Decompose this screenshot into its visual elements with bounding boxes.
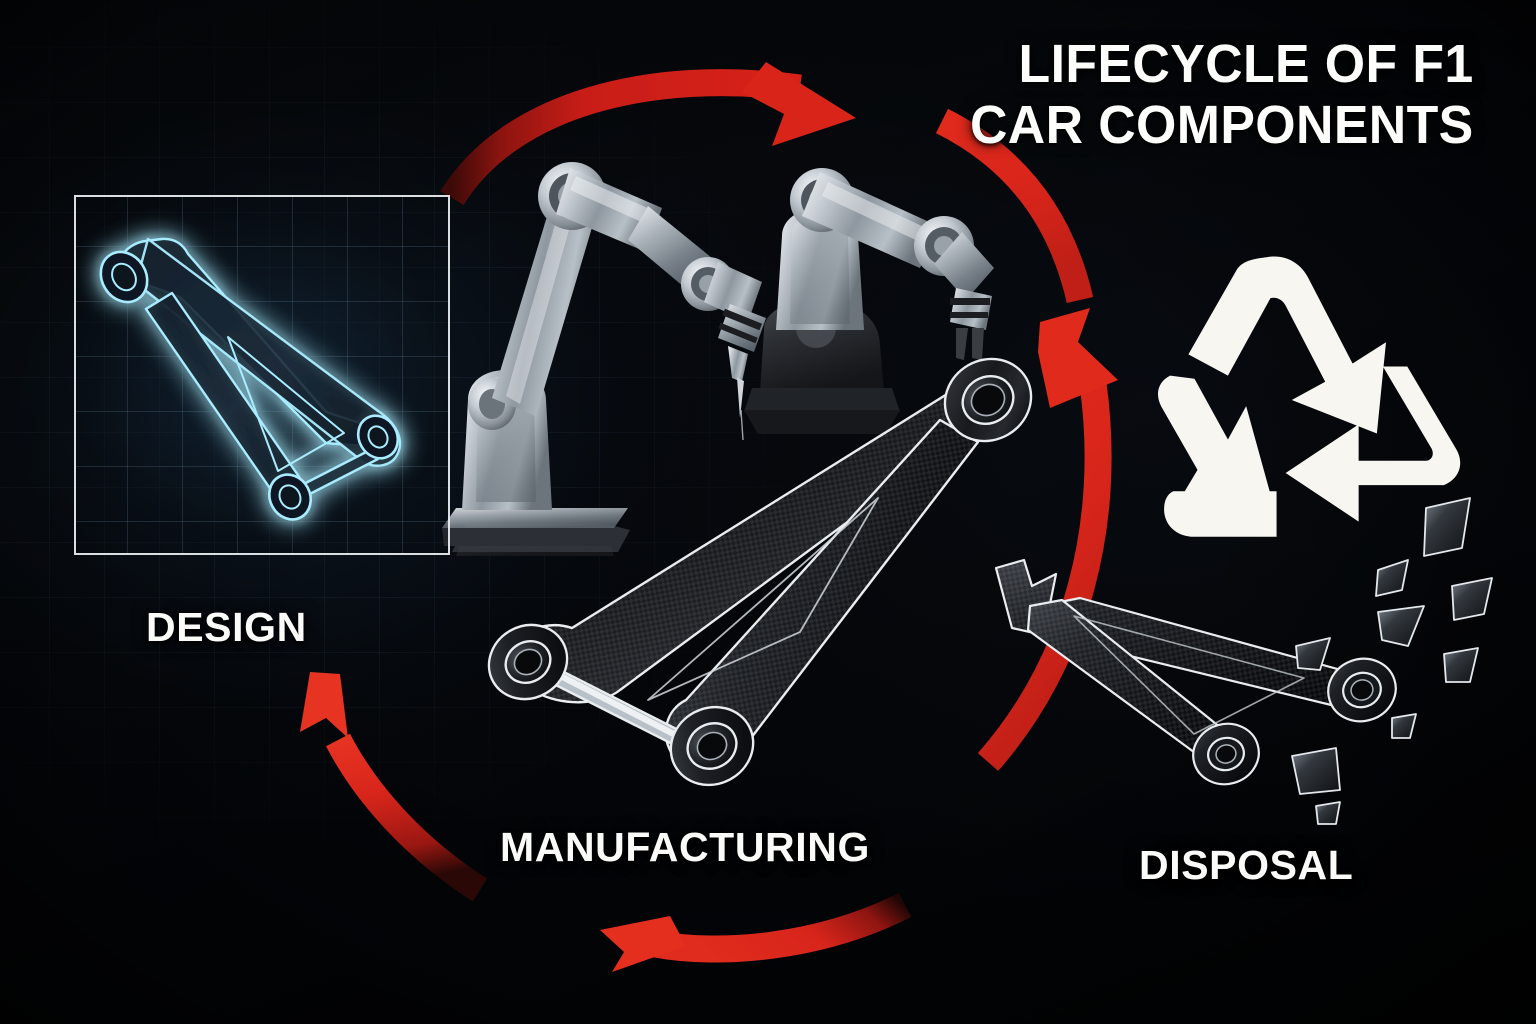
stage-label-manufacturing: MANUFACTURING [500,824,870,870]
title-line-1: LIFECYCLE OF F1 [1018,34,1474,94]
arrowhead-bottom-left [600,916,686,972]
arrowhead-to-design [300,672,348,738]
arrowhead-to-manufacturing [742,62,856,146]
page-title: LIFECYCLE OF F1 CAR COMPONENTS [949,34,1474,156]
arrowhead-to-disposal [1038,308,1118,408]
stage-label-disposal: DISPOSAL [1139,842,1354,888]
title-line-2: CAR COMPONENTS [970,95,1474,156]
stage-label-design: DESIGN [146,604,307,650]
